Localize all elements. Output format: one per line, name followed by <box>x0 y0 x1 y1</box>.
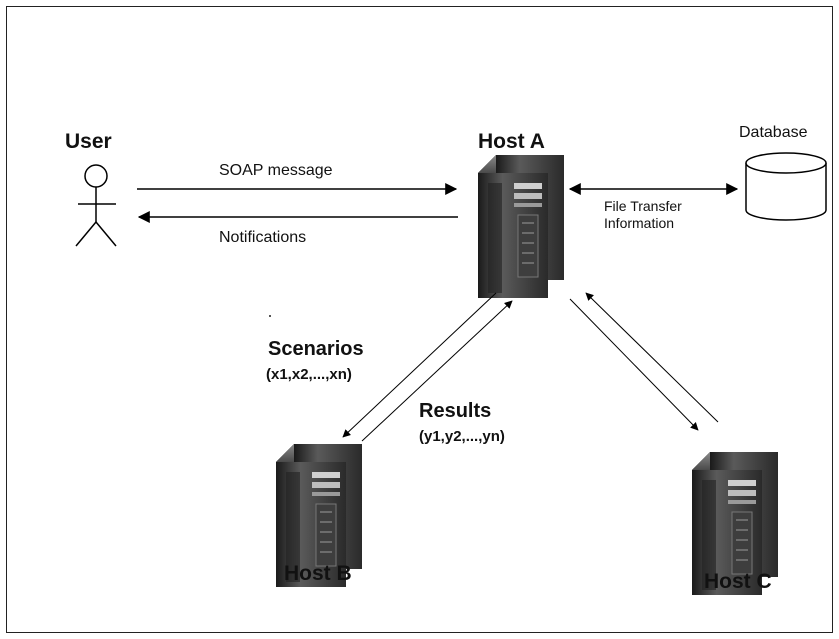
scenarios-vector-label: (x1,x2,...,xn) <box>266 366 352 383</box>
host-b-label: Host B <box>284 562 352 585</box>
notifications-label: Notifications <box>219 229 307 246</box>
database-cylinder-icon <box>745 152 827 221</box>
host-a-label: Host A <box>478 130 545 153</box>
results-vector-label: (y1,y2,...,yn) <box>419 428 505 445</box>
user-actor-icon <box>75 164 117 247</box>
soap-message-label: SOAP message <box>219 162 333 179</box>
scenarios-to-host-c-arrow <box>569 298 699 431</box>
database-label: Database <box>739 124 808 141</box>
scenarios-label: Scenarios <box>268 338 364 360</box>
user-label: User <box>65 130 112 153</box>
results-to-host-a-arrow <box>361 300 513 442</box>
host-c-label: Host C <box>704 570 772 593</box>
stray-dot <box>269 315 271 317</box>
file-transfer-info-label: Information <box>604 215 675 231</box>
host-a-server-icon <box>477 154 565 299</box>
results-from-host-c-arrow <box>585 292 719 423</box>
scenarios-to-host-b-arrow <box>342 292 497 438</box>
file-transfer-label: File Transfer <box>604 198 682 214</box>
results-label: Results <box>419 400 492 422</box>
